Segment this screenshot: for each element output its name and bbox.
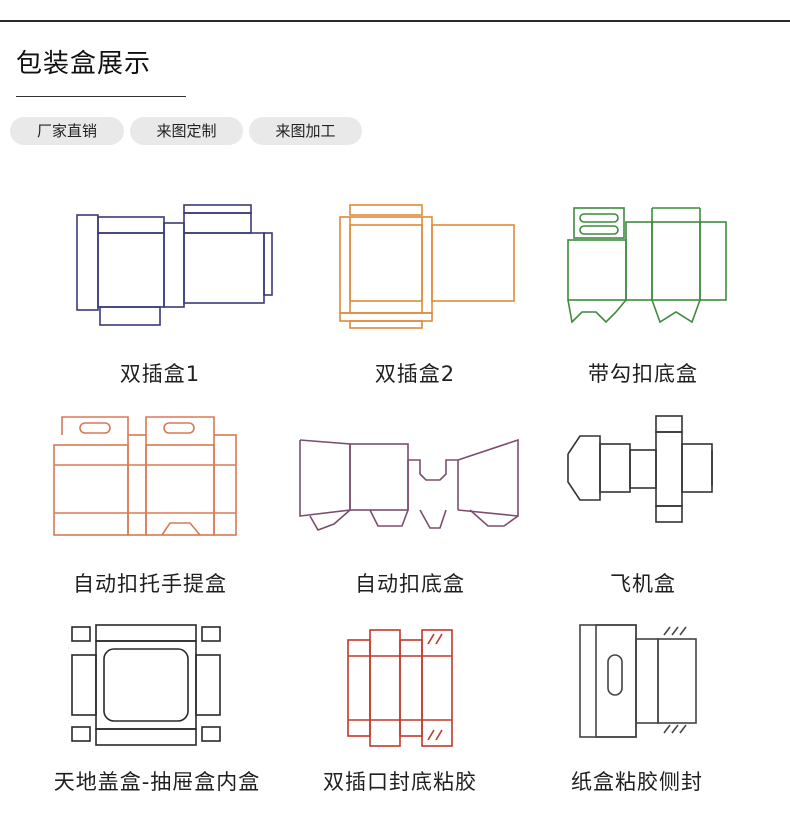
- section-title: 包装盒展示: [16, 49, 152, 79]
- double-tuck-glue-dieline-icon: [347, 629, 453, 747]
- box-double-tuck-2[interactable]: [330, 195, 530, 335]
- mailer-dieline-icon: [567, 415, 713, 523]
- box-hook-bottom[interactable]: [560, 200, 740, 330]
- auto-lock-bottom-dieline-icon: [299, 438, 519, 531]
- box-label: 飞机盒: [610, 572, 676, 596]
- box-label: 双插盒1: [119, 362, 201, 386]
- title-underline: [16, 96, 186, 97]
- box-auto-lock-handle[interactable]: [50, 405, 250, 545]
- lid-base-drawer-dieline-icon: [71, 624, 221, 746]
- box-label: 天地盖盒-抽屉盒内盒: [53, 770, 261, 794]
- auto-lock-handle-dieline-icon: [53, 416, 237, 536]
- box-lid-base-drawer[interactable]: [60, 615, 240, 755]
- box-label: 自动扣底盒: [355, 572, 465, 596]
- tag-custom-design[interactable]: 来图定制: [130, 117, 243, 145]
- box-label: 纸盒粘胶侧封: [571, 770, 703, 794]
- box-label: 双插口封底粘胶: [323, 770, 477, 794]
- hook-bottom-dieline-icon: [567, 207, 727, 324]
- box-label: 自动扣托手提盒: [73, 572, 227, 596]
- tag-group: 厂家直销 来图定制 来图加工: [10, 117, 362, 145]
- box-label: 双插盒2: [374, 362, 456, 386]
- double-tuck-1-dieline-icon: [76, 204, 273, 326]
- tag-factory-direct[interactable]: 厂家直销: [10, 117, 124, 145]
- double-tuck-2-dieline-icon: [339, 204, 515, 329]
- tag-custom-processing[interactable]: 来图加工: [249, 117, 362, 145]
- top-divider: [0, 20, 790, 22]
- box-label: 带勾扣底盒: [588, 362, 698, 386]
- box-side-glue[interactable]: [570, 615, 720, 750]
- box-double-tuck-1[interactable]: [60, 195, 280, 335]
- box-mailer[interactable]: [560, 410, 730, 540]
- side-glue-dieline-icon: [579, 624, 697, 738]
- box-auto-lock-bottom[interactable]: [290, 430, 530, 540]
- box-double-tuck-glue[interactable]: [330, 620, 480, 750]
